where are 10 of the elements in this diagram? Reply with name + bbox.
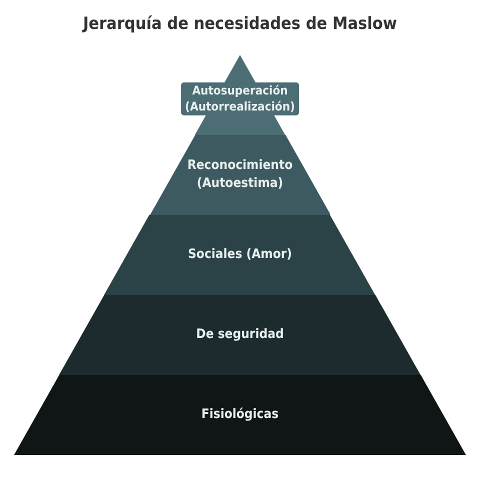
pyramid-level bbox=[14, 375, 466, 455]
level-label: Fisiológicas bbox=[200, 406, 280, 424]
level-label: Autosuperación (Autorrealización) bbox=[181, 82, 299, 116]
pyramid-level bbox=[59, 295, 421, 375]
pyramid-level bbox=[104, 215, 376, 295]
level-label: Reconocimiento (Autoestima) bbox=[186, 156, 294, 193]
level-label: Sociales (Amor) bbox=[186, 246, 293, 264]
diagram-title: Jerarquía de necesidades de Maslow bbox=[81, 14, 398, 34]
pyramid-level bbox=[150, 135, 330, 215]
level-label: De seguridad bbox=[195, 326, 285, 344]
